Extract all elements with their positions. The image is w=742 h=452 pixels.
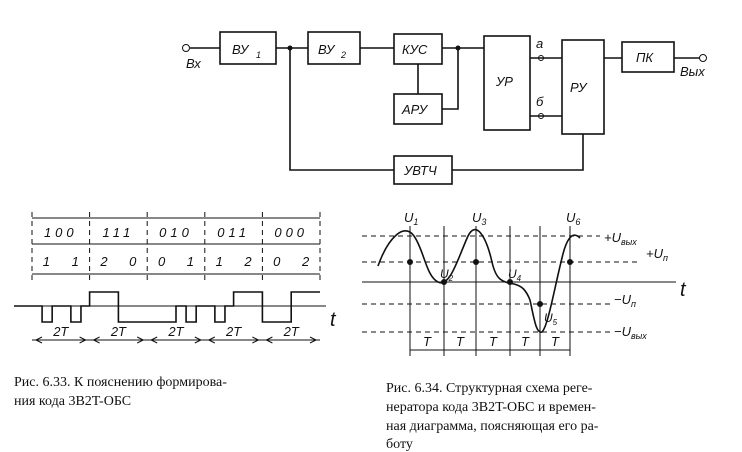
- output-terminal: [699, 54, 707, 62]
- fig33-period-arrow: [266, 336, 317, 344]
- fig33-digit-cell: 1: [43, 254, 50, 269]
- fig33-signal-waveform: [14, 291, 320, 323]
- block-diagram: Вх ВУ 1 ВУ 2 КУС АРУ УР а б Р: [182, 31, 707, 185]
- fig34-peak-u3: U3: [472, 210, 486, 227]
- fig34-period-label: T: [423, 334, 432, 349]
- fig33-period-label: 2T: [283, 324, 300, 339]
- fig34-axis-label: t: [680, 279, 687, 301]
- fig33-axis-label: t: [330, 309, 337, 331]
- fig33-period-arrow: [150, 336, 202, 344]
- fig33-digit-row: 1 1 2 0 0 1 1 2 0 2: [43, 254, 310, 269]
- block-vu1-sub: 1: [256, 50, 261, 60]
- fig34-peak-u4: U4: [508, 267, 522, 283]
- input-label: Вх: [186, 56, 201, 71]
- fig33-code-cell: 000: [274, 225, 308, 240]
- fig33-digit-cell: 2: [301, 254, 310, 269]
- fig34-caption-line1: Рис. 6.34. Структурная схема реге-: [386, 381, 593, 396]
- fig34-level-minus-up-label: −Uп: [614, 292, 636, 309]
- fig33-period-label: 2T: [52, 324, 69, 339]
- fig33-period-label: 2T: [110, 324, 127, 339]
- fig34-period-label: T: [456, 334, 465, 349]
- fig34-peak-u6: U6: [566, 210, 580, 227]
- fig33-code-cell: 111: [103, 225, 135, 240]
- fig34-caption-line3: ная диаграмма, поясняющая его ра-: [386, 419, 599, 434]
- wire-uvtch-feedback: [289, 48, 394, 171]
- fig33-caption-line1: Рис. 6.33. К пояснению формирова-: [14, 375, 227, 390]
- fig33-period-arrow: [93, 336, 144, 344]
- block-vu2-sub: 2: [340, 50, 346, 60]
- node-b: [538, 113, 544, 119]
- fig34-sample-dot-2: [441, 279, 447, 285]
- fig33-caption-line2: ния кода 3B2T-ОБС: [14, 394, 131, 409]
- fig33-digit-cell: 0: [273, 254, 281, 269]
- fig34-period-label: T: [551, 334, 560, 349]
- block-ur-label: УР: [495, 74, 513, 89]
- fig33-digit-cell: 2: [99, 254, 108, 269]
- junction-node-2: [455, 45, 461, 51]
- fig34-sample-dot-5: [537, 301, 543, 307]
- fig34-level-minus-uout-label: −Uвых: [614, 324, 647, 341]
- fig33-digit-cell: 1: [72, 254, 79, 269]
- fig33-period-label: 2T: [167, 324, 184, 339]
- fig34-period-label: T: [521, 334, 530, 349]
- fig33-digit-cell: 0: [158, 254, 166, 269]
- fig33-code-row: 100 111 010 011 000: [44, 225, 308, 240]
- fig34-sample-dot-4: [507, 279, 513, 285]
- fig34-caption-line4: боту: [386, 437, 413, 452]
- block-aru-label: АРУ: [401, 102, 429, 117]
- block-ru-label: РУ: [570, 80, 588, 95]
- node-a: [538, 55, 544, 61]
- block-pk: [621, 41, 675, 73]
- fig34-signal-waveform: [377, 228, 581, 333]
- fig33-code-cell: 010: [159, 225, 193, 240]
- fig33-period-labels: 2T 2T 2T 2T 2T: [35, 324, 317, 344]
- fig33-code-cell: 100: [44, 225, 78, 240]
- fig34-caption-line2: нератора кода 3B2T-ОБС и времен-: [386, 400, 596, 415]
- output-label: Вых: [680, 64, 705, 79]
- wire-kus-aru-feedback: [442, 48, 459, 110]
- block-ur: [483, 35, 531, 131]
- fig33-digit-cell: 1: [187, 254, 194, 269]
- fig33-digit-cell: 0: [129, 254, 137, 269]
- node-a-label: а: [536, 36, 543, 51]
- fig34-level-plus-uout-label: +Uвых: [604, 230, 637, 247]
- fig34-sample-lines: [409, 226, 571, 356]
- fig33-code-cell: 011: [217, 225, 250, 240]
- fig34-peak-u5: U5: [544, 311, 558, 327]
- input-terminal: [182, 44, 190, 52]
- fig34-peak-u1: U1: [404, 210, 418, 227]
- fig33-period-label: 2T: [225, 324, 242, 339]
- fig34-sample-dot-6: [567, 259, 573, 265]
- block-vu1-label: ВУ: [232, 42, 250, 57]
- fig33-column-lines: [31, 212, 321, 280]
- fig33-period-arrow: [35, 336, 86, 344]
- block-uvtch-label: УВТЧ: [403, 163, 437, 178]
- fig33-digit-cell: 1: [216, 254, 223, 269]
- wire-ru-uvtch: [452, 134, 584, 171]
- fig34-sample-dot-1: [407, 259, 413, 265]
- fig34-level-plus-up-label: +Uп: [646, 246, 668, 263]
- fig34-period-label: T: [489, 334, 498, 349]
- block-kus-label: КУС: [402, 42, 428, 57]
- node-b-label: б: [536, 94, 544, 109]
- fig33-digit-cell: 2: [243, 254, 252, 269]
- block-pk-label: ПК: [636, 50, 654, 65]
- block-vu2-label: ВУ: [318, 42, 336, 57]
- fig34-sample-dot-3: [473, 259, 479, 265]
- fig34-diagram: t +Uвых +Uп −Uп −Uвых U1 U2 U3 U4 U5 U6 …: [362, 210, 687, 452]
- fig34-peak-u2: U2: [440, 267, 454, 283]
- fig33-period-arrow: [208, 336, 259, 344]
